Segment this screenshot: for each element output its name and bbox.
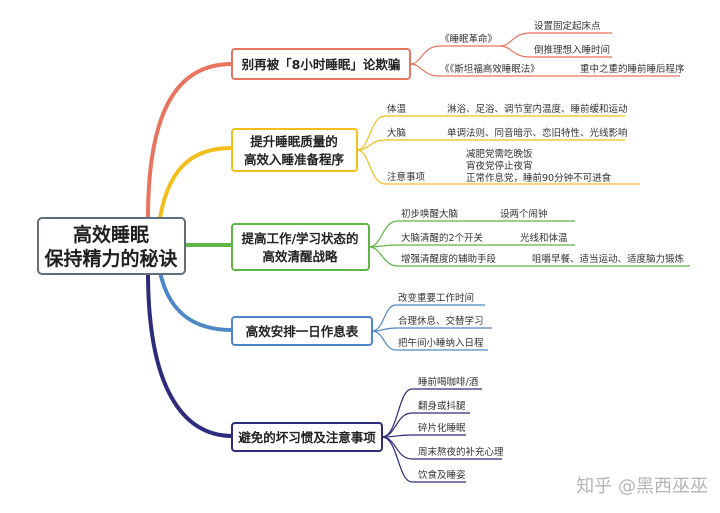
branch-4: 高效安排一日作息表 改变重要工作时间 合理休息、交替学习 把午间小睡纳入日程 (231, 292, 492, 351)
branch-5-item-3: 碎片化睡眠 (418, 422, 466, 434)
branch-2-item-3-detail-1: 减肥党需吃晚饭 (466, 148, 533, 160)
branch-3: 提高工作/学习状态的 高效清醒战略 初步唤醒大脑 设两个闹钟 大脑清醒的2个开关… (231, 208, 690, 271)
branch-3-item-2-key: 大脑清醒的2个开关 (401, 232, 484, 244)
branch-2-item-3-detail-3: 正常作息党，睡前90分钟不可进食 (466, 172, 612, 184)
branch-3-label-line1: 提高工作/学习状态的 (241, 231, 358, 246)
branch-1-book-2: 《《斯坦福高效睡眠法》 (440, 63, 540, 75)
branch-5-item-1: 睡前喝咖啡/酒 (418, 376, 479, 388)
branch-2: 提升睡眠质量的 高效入睡准备程序 体温 淋浴、足浴、调节室内温度、睡前缓和运动 … (231, 103, 640, 185)
branch-1-book-1-point-1: 设置固定起床点 (534, 20, 601, 32)
branch-3-item-3-key: 增强清醒度的辅助手段 (401, 253, 497, 265)
branch-5: 避免的坏习惯及注意事项 睡前喝咖啡/酒 翻身或抖腿 碎片化睡眠 周末熬夜的补充心… (231, 376, 504, 483)
branch-1-label: 别再被「8小时睡眠」论欺骗 (241, 57, 401, 72)
branch-3-item-1-detail: 设两个闹钟 (500, 208, 548, 220)
branch-3-item-2-detail: 光线和体温 (520, 232, 568, 244)
branch-1: 别再被「8小时睡眠」论欺骗 《睡眠革命》 设置固定起床点 倒推理想入睡时间 《《… (231, 20, 685, 80)
branch-5-label: 避免的坏习惯及注意事项 (238, 430, 376, 445)
root-connectors (146, 62, 234, 438)
branch-1-book-1: 《睡眠革命》 (440, 33, 497, 45)
branch-2-item-3-key: 注意事项 (387, 171, 426, 183)
branch-4-item-3: 把午间小睡纳入日程 (398, 337, 484, 349)
branch-2-label-line2: 高效入睡准备程序 (244, 152, 345, 167)
connector-branch-1 (146, 62, 234, 220)
root-title-line1: 高效睡眠 (73, 223, 149, 246)
branch-2-item-1-key: 体温 (387, 103, 407, 115)
branch-2-label-line1: 提升睡眠质量的 (250, 134, 338, 149)
watermark: 知乎 @黑西巫巫 (576, 476, 708, 497)
branch-2-item-3-detail-2: 宵夜党停止夜宵 (466, 160, 533, 172)
branch-2-item-2-detail: 单调法则、同音暗示、恋旧特性、光线影响 (447, 127, 628, 139)
connector-branch-4 (158, 270, 234, 332)
branch-2-item-1-detail: 淋浴、足浴、调节室内温度、睡前缓和运动 (447, 103, 628, 115)
branch-3-item-1-key: 初步唤醒大脑 (401, 208, 458, 220)
branch-3-label-line2: 高效清醒战略 (262, 249, 338, 264)
branch-1-book-1-point-2: 倒推理想入睡时间 (534, 44, 610, 56)
branch-5-item-2: 翻身或抖腿 (418, 400, 466, 412)
branch-5-item-4: 周末熬夜的补充心理 (418, 446, 504, 458)
branch-5-item-5: 饮食及睡姿 (418, 469, 466, 481)
branch-1-book-2-point-1: 重中之重的睡前睡后程序 (580, 63, 685, 75)
connector-branch-2 (158, 146, 234, 220)
branch-4-item-1: 改变重要工作时间 (398, 292, 474, 304)
branch-4-item-2: 合理休息、交替学习 (398, 315, 484, 327)
root-title-line2: 保持精力的秘诀 (43, 247, 178, 270)
branch-2-item-2-key: 大脑 (387, 127, 406, 139)
root-node[interactable]: 高效睡眠 保持精力的秘诀 (37, 217, 186, 275)
branch-4-label: 高效安排一日作息表 (246, 324, 359, 339)
branch-3-item-3-detail: 咀嚼早餐、适当运动、适度脑力锻炼 (532, 253, 685, 265)
connector-branch-5 (146, 270, 234, 438)
